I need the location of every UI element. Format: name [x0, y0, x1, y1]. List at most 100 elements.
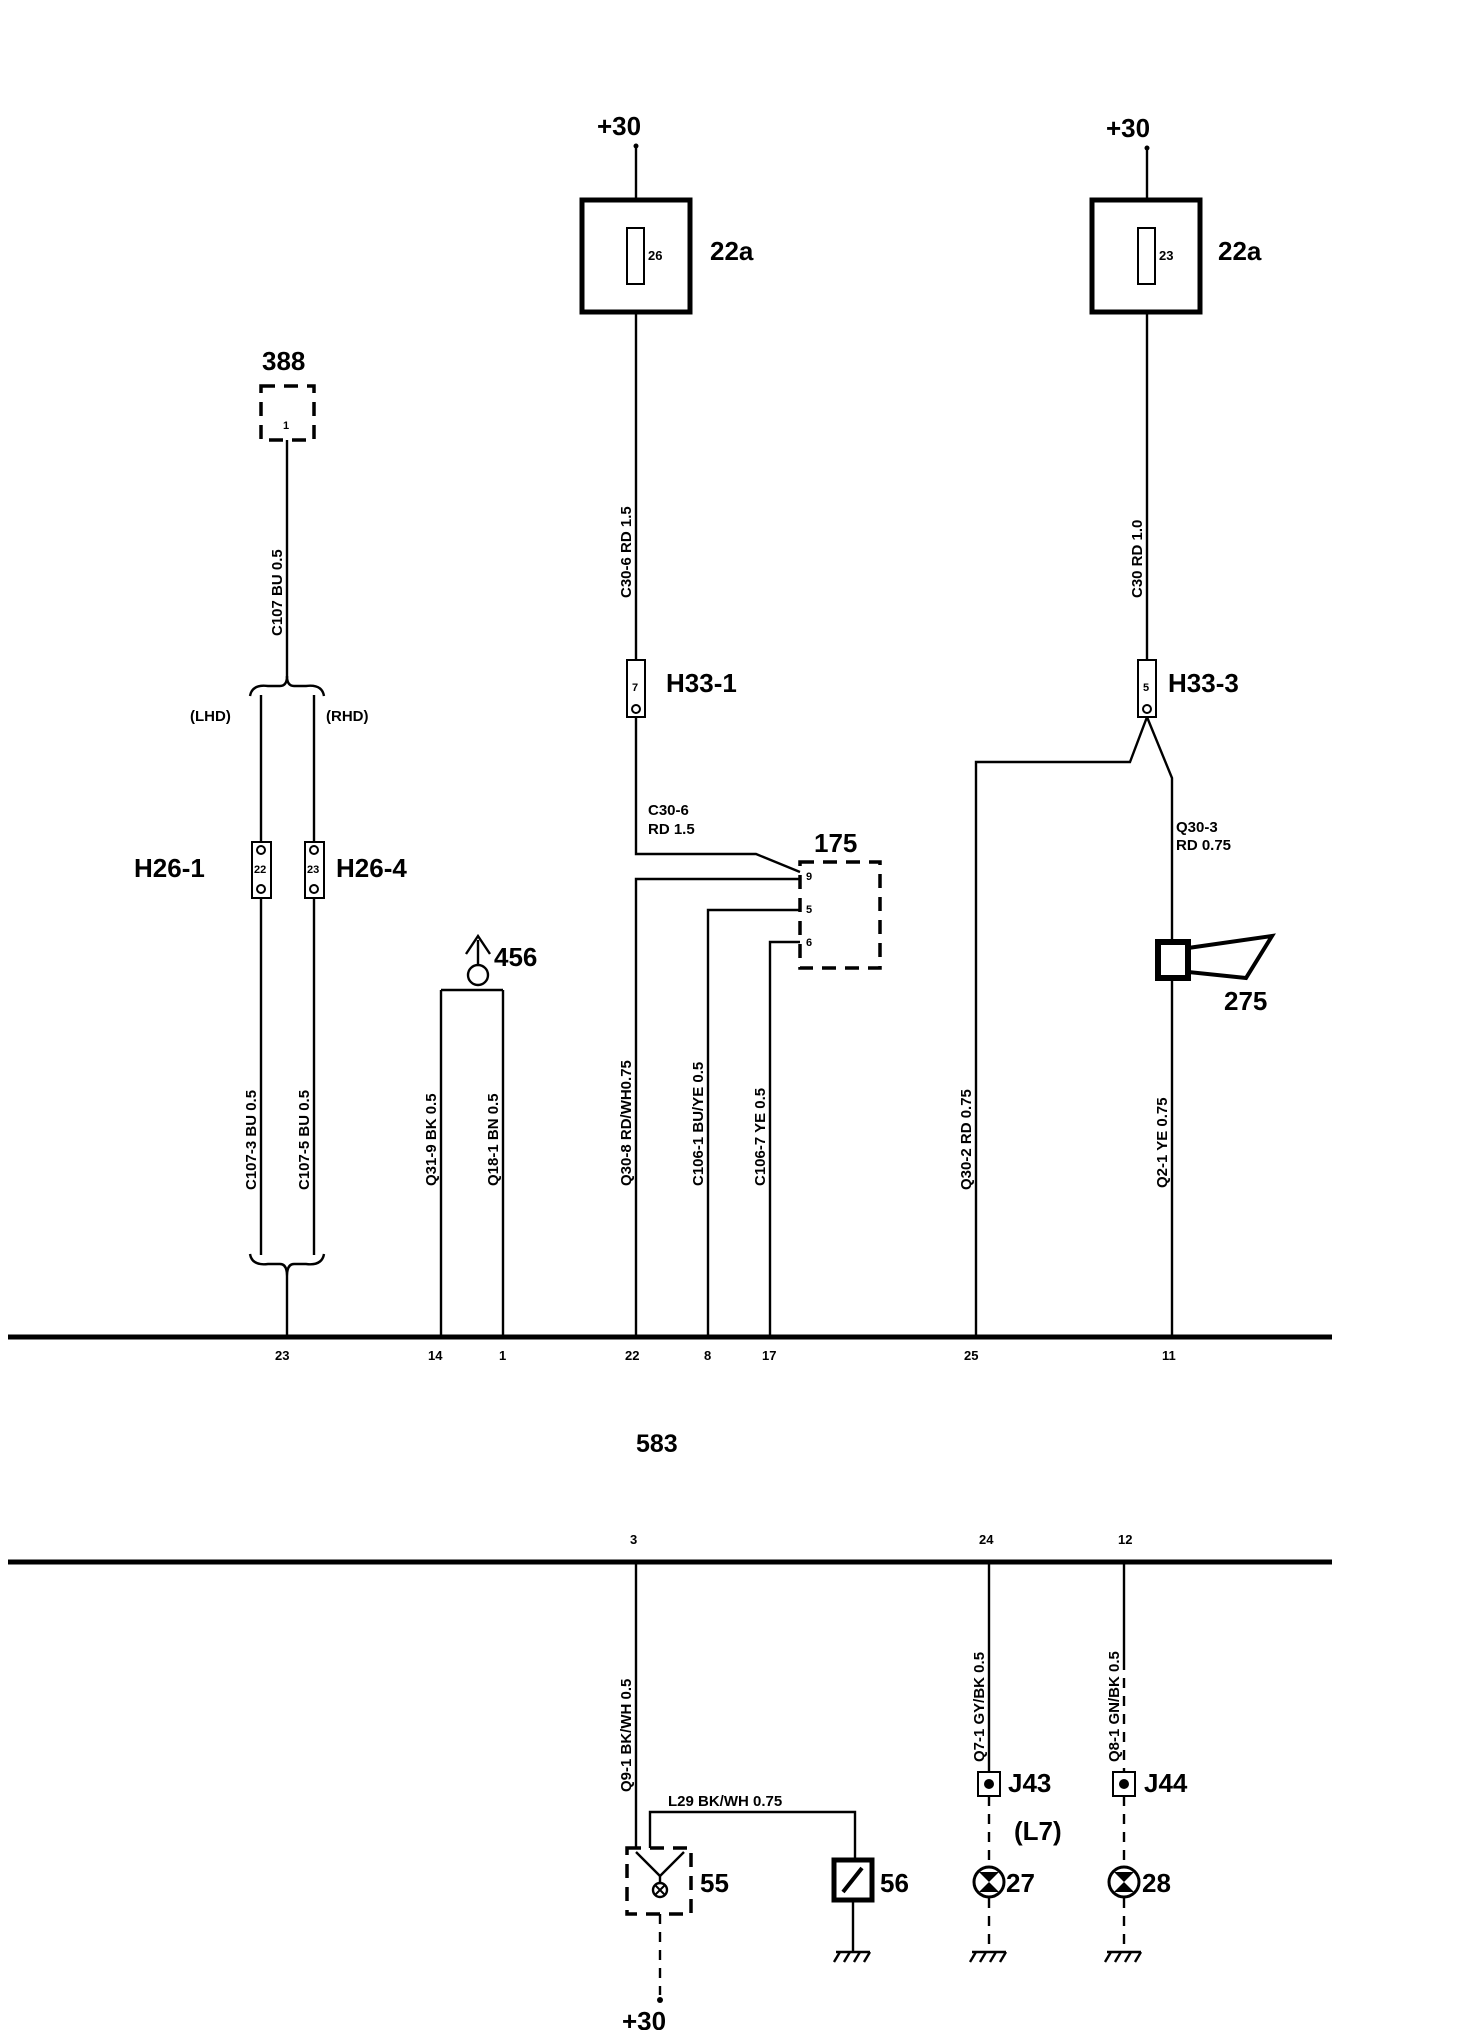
wire-q30-8 [634, 877, 800, 1336]
wire-label-c30: C30 RD 1.0 [1129, 520, 1146, 598]
variant-lhd: (LHD) [190, 708, 231, 725]
bus-pin-17: 17 [762, 1348, 776, 1363]
component-583-label: 583 [636, 1430, 678, 1458]
variant-l7: (L7) [1014, 1816, 1062, 1846]
bus-pin-22: 22 [625, 1348, 639, 1363]
connector-pin-circle [1142, 704, 1152, 714]
ground-28-icon [1103, 1950, 1143, 1963]
lamp-27-filament [979, 1872, 999, 1892]
bus-pin-8: 8 [704, 1348, 711, 1363]
wire-q30-2 [974, 716, 1149, 1336]
bus-pin-25: 25 [964, 1348, 978, 1363]
connector-h26-4-label: H26-4 [336, 853, 407, 883]
wire-label-c107: C107 BU 0.5 [269, 549, 286, 636]
fuse-26 [626, 227, 645, 285]
wire-c30-6-to-175 [634, 717, 801, 874]
component-456-symbol [466, 963, 490, 987]
lamp-28-filament [1114, 1872, 1134, 1892]
wire-label-q31-9: Q31-9 BK 0.5 [423, 1093, 440, 1186]
bus-pin-14: 14 [428, 1348, 443, 1363]
wire-label-q8-1: Q8-1 GN/BK 0.5 [1106, 1651, 1123, 1762]
component-55-label: 55 [700, 1868, 729, 1898]
terminal-dot [657, 1997, 663, 2003]
component-175-pin-9: 9 [806, 871, 812, 883]
wire-label-l29: L29 BK/WH 0.75 [668, 1793, 782, 1810]
supply-plus30-left: +30 [597, 111, 641, 141]
component-56-label: 56 [880, 1868, 909, 1898]
switch-56-icon [841, 1866, 864, 1894]
connector-pin-circle [256, 884, 266, 894]
fuse-23-number: 23 [1159, 248, 1173, 263]
wire-label-q2-1: Q2-1 YE 0.75 [1154, 1097, 1171, 1188]
bus-pin-1: 1 [499, 1348, 506, 1363]
wire-label-q7-1: Q7-1 GY/BK 0.5 [971, 1652, 988, 1762]
component-175-label: 175 [814, 828, 857, 858]
wire-c106-7 [768, 940, 800, 1336]
wire-label-q9-1: Q9-1 BK/WH 0.5 [618, 1679, 635, 1792]
component-388-pin: 1 [283, 420, 289, 432]
wire-label-c107-5: C107-5 BU 0.5 [296, 1090, 313, 1190]
component-275 [1155, 939, 1191, 981]
component-275-label: 275 [1224, 986, 1267, 1016]
component-175-pin-6: 6 [806, 937, 812, 949]
connector-h33-1-pin: 7 [632, 682, 638, 694]
fusebox-left-label: 22a [710, 236, 754, 266]
bus-pin-23: 23 [275, 1348, 289, 1363]
connector-h33-3-pin: 5 [1143, 682, 1149, 694]
terminal-dot [633, 143, 639, 149]
horn-icon [1186, 933, 1276, 981]
connector-h26-1-pin: 22 [254, 864, 266, 876]
wire-label-c106-7: C106-7 YE 0.5 [752, 1088, 769, 1186]
connector-h26-4-pin: 23 [307, 864, 319, 876]
fuse-23 [1137, 227, 1156, 285]
wire-q30-3 [1145, 716, 1174, 942]
wire-label-c106-1: C106-1 BU/YE 0.5 [690, 1062, 707, 1186]
wire-label-c30-6-a: C30-6 RD 1.5 [618, 506, 635, 598]
connector-pin-circle [309, 884, 319, 894]
variant-split-bottom [248, 1253, 326, 1277]
bus-pin-3: 3 [630, 1532, 637, 1547]
wire-label-q30-8: Q30-8 RD/WH0.75 [618, 1060, 635, 1186]
variant-split-top [248, 675, 326, 697]
supply-plus30-bottom: +30 [622, 2006, 666, 2030]
lamp-55-cross [654, 1884, 666, 1896]
ground-56-icon [832, 1950, 872, 1963]
fuse-26-number: 26 [648, 248, 662, 263]
connector-h33-1-label: H33-1 [666, 668, 737, 698]
connector-j44-label: J44 [1144, 1768, 1188, 1798]
wire-l29 [648, 1810, 857, 1872]
component-28-label: 28 [1142, 1868, 1171, 1898]
component-388-label: 388 [262, 346, 305, 376]
connector-h26-4 [304, 841, 325, 899]
wire-c106-1 [706, 908, 800, 1336]
component-175-pin-5: 5 [806, 904, 812, 916]
connector-j43-pin [984, 1779, 994, 1789]
connector-pin-circle [256, 845, 266, 855]
connector-h26-1 [251, 841, 272, 899]
switch-contacts-icon [635, 1851, 685, 1878]
connector-h33-3-label: H33-3 [1168, 668, 1239, 698]
bus-pin-24: 24 [979, 1532, 994, 1547]
bus-pin-12: 12 [1118, 1532, 1132, 1547]
wire-label-q30-2: Q30-2 RD 0.75 [958, 1089, 975, 1190]
component-27-label: 27 [1006, 1868, 1035, 1898]
supply-plus30-right: +30 [1106, 113, 1150, 143]
wire-label-q30-3-1: Q30-3 [1176, 819, 1218, 836]
wire-label-q30-3-2: RD 0.75 [1176, 837, 1231, 854]
wire-label-c30-6-b1: C30-6 [648, 802, 689, 819]
connector-h26-1-label: H26-1 [134, 853, 205, 883]
variant-rhd: (RHD) [326, 708, 369, 725]
terminal-dot [1144, 145, 1150, 151]
wire-label-c30-6-b2: RD 1.5 [648, 821, 695, 838]
connector-pin-circle [631, 704, 641, 714]
wire-label-c107-3: C107-3 BU 0.5 [243, 1090, 260, 1190]
connector-pin-circle [309, 845, 319, 855]
component-456-arrow-icon [465, 933, 491, 955]
component-456-label: 456 [494, 942, 537, 972]
fusebox-right-label: 22a [1218, 236, 1262, 266]
connector-j43-label: J43 [1008, 1768, 1051, 1798]
bus-pin-11: 11 [1162, 1348, 1176, 1363]
lamp-55-icon [651, 1881, 669, 1899]
component-388 [259, 384, 316, 442]
